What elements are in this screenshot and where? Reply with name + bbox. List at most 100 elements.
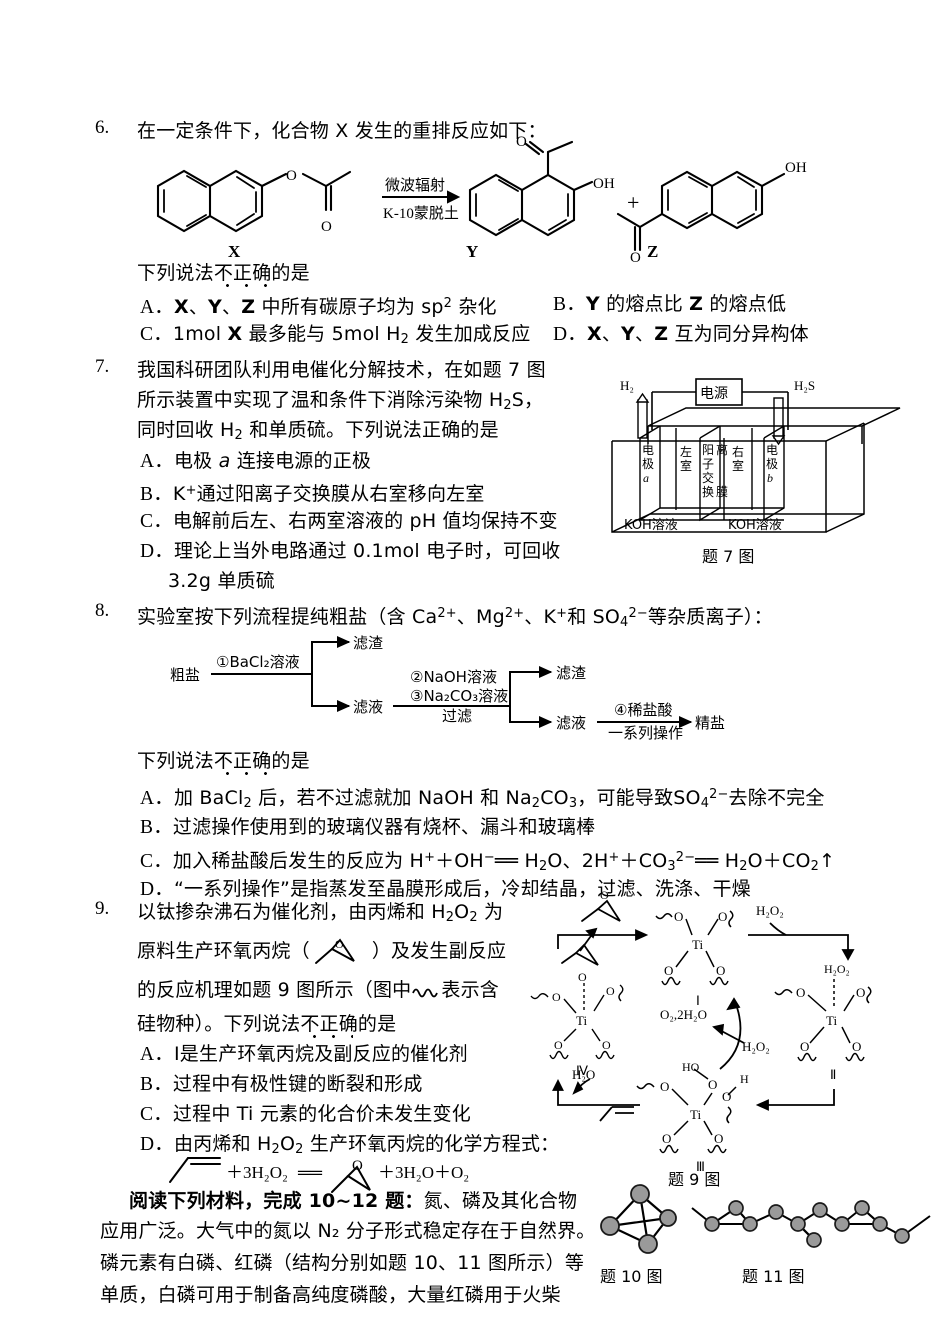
q9-h2o2-on-II: H₂O₂ — [824, 962, 850, 976]
q7-option-a-text: 电极 a 连接电源的正极 — [173, 450, 372, 472]
reading-line-4: 单质，白磷可用于制备高纯度磷酸，大量红磷用于火柴 — [100, 1284, 561, 1306]
q9-h2o2-mid: H₂O₂ — [742, 1039, 770, 1054]
figure-11-caption: 题 11 图 — [742, 1267, 805, 1286]
q7-figure-caption: 题 7 图 — [702, 547, 754, 566]
q9-option-d: D．由丙烯和 H2O2 生产环氧丙烷的化学方程式： — [140, 1129, 559, 1165]
q8-flow-step1: ①BaCl₂溶液 — [216, 653, 300, 671]
q6-prompt: 下列说法不正确的是 — [137, 258, 310, 289]
q9-species-II: Ⅱ — [830, 1067, 836, 1082]
q6-carbonyl-o-label: O — [321, 219, 332, 235]
q9-stem-line-1: 以钛掺杂沸石为催化剂，由丙烯和 H2O2 为 — [137, 897, 503, 933]
q6-reaction-scheme: O O 微波辐射 K-10蒙脱土 — [140, 134, 807, 266]
svg-text:O: O — [552, 990, 561, 1004]
q8-flow-step3: ③Na₂CO₃溶液 — [410, 687, 508, 705]
svg-text:O: O — [660, 1079, 669, 1094]
q6-label-z: Z — [647, 242, 659, 261]
q8-stem: 实验室按下列流程提纯粗盐（含 Ca2+、Mg2+、K+和 SO42−等杂质离子）… — [137, 605, 773, 631]
q7-option-b-text: K+通过阳离子交换膜从右室移向左室 — [172, 482, 485, 505]
q8-flow-step2: ②NaOH溶液 — [410, 668, 497, 686]
q7-electrode-a-label: 电 — [642, 443, 654, 457]
svg-text:O: O — [852, 1039, 861, 1054]
q7-electrode-b-label: 电 — [766, 443, 778, 457]
q7-right-chamber-label: 右 — [732, 444, 744, 459]
reading-heading-line: 阅读下列材料，完成 10~12 题：氮、磷及其化合物 — [129, 1186, 577, 1217]
q7-option-c: C．电解前后左、右两室溶液的 pH 值均保持不变 — [140, 506, 558, 537]
q6-reagent-top: 微波辐射 — [385, 176, 445, 194]
q6-option-c-key: C． — [140, 324, 173, 345]
svg-text:O: O — [600, 888, 609, 902]
svg-text:Ti: Ti — [826, 1013, 837, 1028]
q8-flow-diagram: 粗盐 ①BaCl₂溶液 滤渣 滤液 ②NaOH溶液 ③Na₂CO₃溶液 过滤 滤… — [170, 622, 770, 742]
question-8-number: 8. — [95, 600, 110, 621]
q8-flow-filtrate2: 滤液 — [556, 714, 586, 732]
q6-reagent-bottom: K-10蒙脱土 — [383, 205, 459, 222]
q9-mechanism-figure: O O Ti O O Ⅰ H₂O₂ — [530, 888, 946, 1193]
q6-option-a-key: A． — [140, 296, 174, 318]
q7-option-c-key: C． — [140, 511, 173, 532]
svg-text:离: 离 — [716, 442, 728, 457]
q8-flow-residue1: 滤渣 — [353, 634, 383, 652]
q8-flow-step4: ④稀盐酸 — [614, 701, 672, 719]
q8-option-d-key: D． — [140, 879, 174, 900]
q9-stem-4a: 硅物种）。下列说法 — [137, 1013, 301, 1035]
svg-text:O: O — [674, 909, 683, 924]
q8-option-a-key: A． — [140, 787, 174, 809]
svg-text:O: O — [722, 1089, 731, 1104]
q9-figure-caption: 题 9 图 — [668, 1170, 720, 1189]
q8-flow-step4b: 一系列操作 — [608, 724, 683, 742]
svg-text:O: O — [708, 1077, 717, 1092]
q9-option-a: A．Ⅰ是生产环氧丙烷及副反应的催化剂 — [140, 1039, 468, 1070]
q9-stem-1a: 以钛掺杂沸石为催化剂，由丙烯和 H — [137, 901, 446, 923]
q6-label-y: Y — [466, 242, 479, 261]
q9-stem-1c: 为 — [477, 901, 504, 923]
svg-text:O: O — [554, 1038, 563, 1052]
q8-flow-filtrate1: 滤液 — [353, 698, 383, 716]
svg-text:极: 极 — [766, 457, 778, 471]
q9-species-I: Ⅰ — [696, 993, 700, 1008]
q8-flow-step3b: 过滤 — [442, 707, 472, 725]
q6-option-d-key: D． — [553, 324, 587, 345]
reading-heading: 阅读下列材料，完成 10~12 题： — [129, 1190, 424, 1212]
q7-option-d-cont: 3.2g 单质硫 — [168, 570, 275, 592]
q8-flow-residue2: 滤渣 — [556, 664, 586, 682]
svg-text:O: O — [352, 1158, 363, 1174]
q8-option-b-text: 过滤操作使用到的玻璃仪器有烧杯、漏斗和玻璃棒 — [172, 816, 596, 838]
q7-stem-line-1: 我国科研团队利用电催化分解技术，在如题 7 图 — [137, 359, 546, 381]
svg-text:子: 子 — [702, 457, 714, 471]
q9-stem-3b: 表示含 — [441, 979, 499, 1001]
q9-option-b: B．过程中有极性键的断裂和形成 — [140, 1069, 423, 1100]
q8-option-c-key: C． — [140, 850, 173, 872]
q9-stem-1b: O — [454, 901, 470, 923]
q7-option-c-text: 电解前后左、右两室溶液的 pH 值均保持不变 — [172, 510, 558, 532]
q6-option-d-text: X、Y、Z 互为同分异构体 — [586, 323, 809, 345]
svg-text:b: b — [767, 471, 773, 485]
q8-flow-start: 粗盐 — [170, 666, 200, 684]
svg-text:O: O — [606, 984, 615, 998]
q6-option-a: A．X、Y、Z 中所有碳原子均为 sp2 杂化 — [140, 289, 497, 323]
svg-text:H: H — [740, 1072, 749, 1086]
q9-stem-line-3: 的反应机理如题 9 图所示（图中 表示含 — [137, 975, 499, 1005]
q9-stem-4c: 的是 — [357, 1013, 397, 1035]
q7-gas-right-label: H₂S — [794, 378, 815, 393]
q7-left-chamber-label: 左 — [680, 444, 692, 459]
q9-stem-4-emph: 不正确 — [300, 1013, 358, 1035]
q9-stem-2a: 原料生产环氧丙烷（ — [137, 940, 310, 962]
q8-flow-product: 精盐 — [695, 714, 725, 732]
reading-line-3: 磷元素有白磷、红磷（结构分别如题 10、11 图所示）等 — [100, 1252, 585, 1274]
q8-prompt-c: 的是 — [271, 750, 310, 772]
figure-10-white-phosphorus: 题 10 图 — [600, 1182, 720, 1292]
q9-stem-3a: 的反应机理如题 9 图所示（图中 — [137, 979, 412, 1001]
svg-text:Ti: Ti — [690, 1107, 701, 1122]
q7-stem-line-3: 同时回收 H2 和单质硫。下列说法正确的是 — [137, 419, 499, 444]
svg-text:O: O — [335, 937, 344, 951]
q7-figure: 电源 H₂ H₂S — [611, 366, 932, 571]
svg-text:O: O — [716, 963, 725, 978]
q9-option-c-text: 过程中 Ti 元素的化合价未发生变化 — [172, 1103, 471, 1125]
svg-text:室: 室 — [680, 458, 692, 473]
q8-prompt-emph: 不正确 — [213, 750, 272, 772]
q8-option-c: C．加入稀盐酸后发生的反应为 H+＋OH−══ H2O、2H+＋CO32−══ … — [140, 843, 835, 882]
q7-option-a: A．电极 a 连接电源的正极 — [140, 446, 371, 477]
q7-solution-right-label: KOH溶液 — [728, 518, 782, 533]
svg-text:室: 室 — [732, 458, 744, 473]
